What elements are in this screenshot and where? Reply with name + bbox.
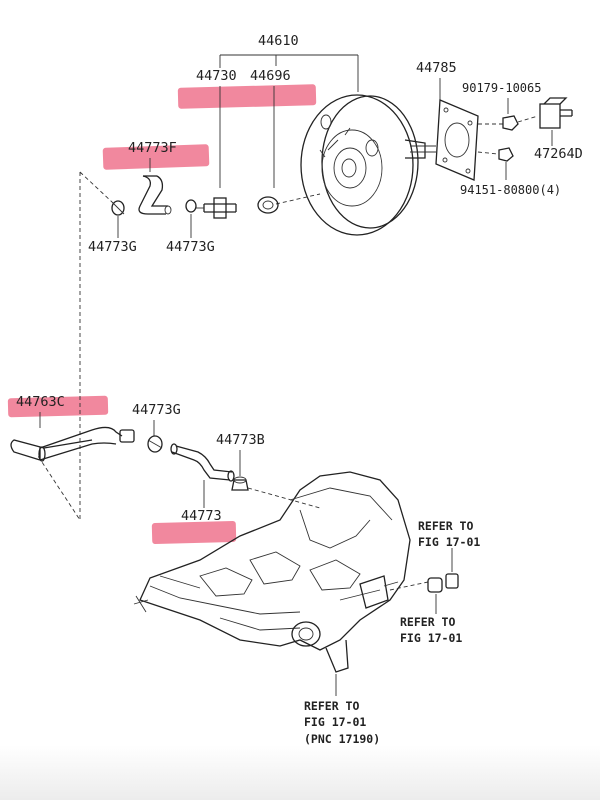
refer-c-line2: FIG 17-01: [304, 715, 366, 729]
label-90179: 90179-10065: [462, 81, 541, 95]
label-44773: 44773: [181, 508, 222, 524]
label-44773G-a: 44773G: [88, 239, 137, 255]
refer-b-line2: FIG 17-01: [400, 631, 462, 645]
hose-44773F: [138, 175, 172, 215]
clamp-44773G-top-right: [185, 199, 197, 213]
clamp-44773G-mid: [147, 435, 163, 453]
check-valve-44730: [196, 197, 237, 219]
label-44773G-c: 44773G: [132, 402, 181, 418]
refer-c-line1: REFER TO: [304, 699, 359, 713]
dash-left-vertical: [37, 171, 113, 522]
brake-booster: [300, 94, 436, 236]
highlight-44773: [151, 520, 237, 545]
label-44730: 44730: [196, 68, 237, 84]
refer-a-line1: REFER TO: [418, 519, 473, 533]
label-44763C: 44763C: [16, 394, 65, 410]
gasket-44785: [435, 99, 479, 181]
fitting-44773B: [231, 476, 249, 491]
intake-manifold: [133, 471, 411, 673]
dash-44773B-to-manifold: [247, 487, 321, 509]
label-47264D: 47264D: [534, 146, 583, 162]
bracket-47264D: [539, 97, 573, 129]
label-44785: 44785: [416, 60, 457, 76]
highlight-44763C: [7, 395, 109, 418]
dash-94151-to-gasket: [477, 151, 499, 155]
label-44610: 44610: [258, 33, 299, 49]
fitting-right: [445, 573, 459, 589]
cap-right: [427, 577, 443, 593]
leader-44610: [219, 54, 359, 92]
label-44773F: 44773F: [128, 140, 177, 156]
dash-manifold-to-refer-a: [389, 581, 429, 591]
hose-44773: [170, 443, 235, 482]
highlight-44730: [177, 84, 317, 109]
label-44773B: 44773B: [216, 432, 265, 448]
highlight-44773F: [102, 144, 210, 170]
refer-a-line2: FIG 17-01: [418, 535, 480, 549]
label-44696: 44696: [250, 68, 291, 84]
grommet-44696: [257, 196, 279, 214]
dash-booster-to-44696: [275, 193, 321, 205]
nut-90179: [502, 115, 519, 131]
label-94151: 94151-80800(4): [460, 183, 561, 197]
bottom-fade-bar: [0, 745, 600, 800]
clamp-44773G-top-left: [111, 200, 125, 216]
hose-44763C: [10, 426, 135, 462]
refer-b-line1: REFER TO: [400, 615, 455, 629]
label-44773G-b: 44773G: [166, 239, 215, 255]
nut-94151: [498, 147, 514, 162]
dash-nut-to-bracket: [517, 115, 539, 123]
refer-c-line3: (PNC 17190): [304, 732, 380, 746]
